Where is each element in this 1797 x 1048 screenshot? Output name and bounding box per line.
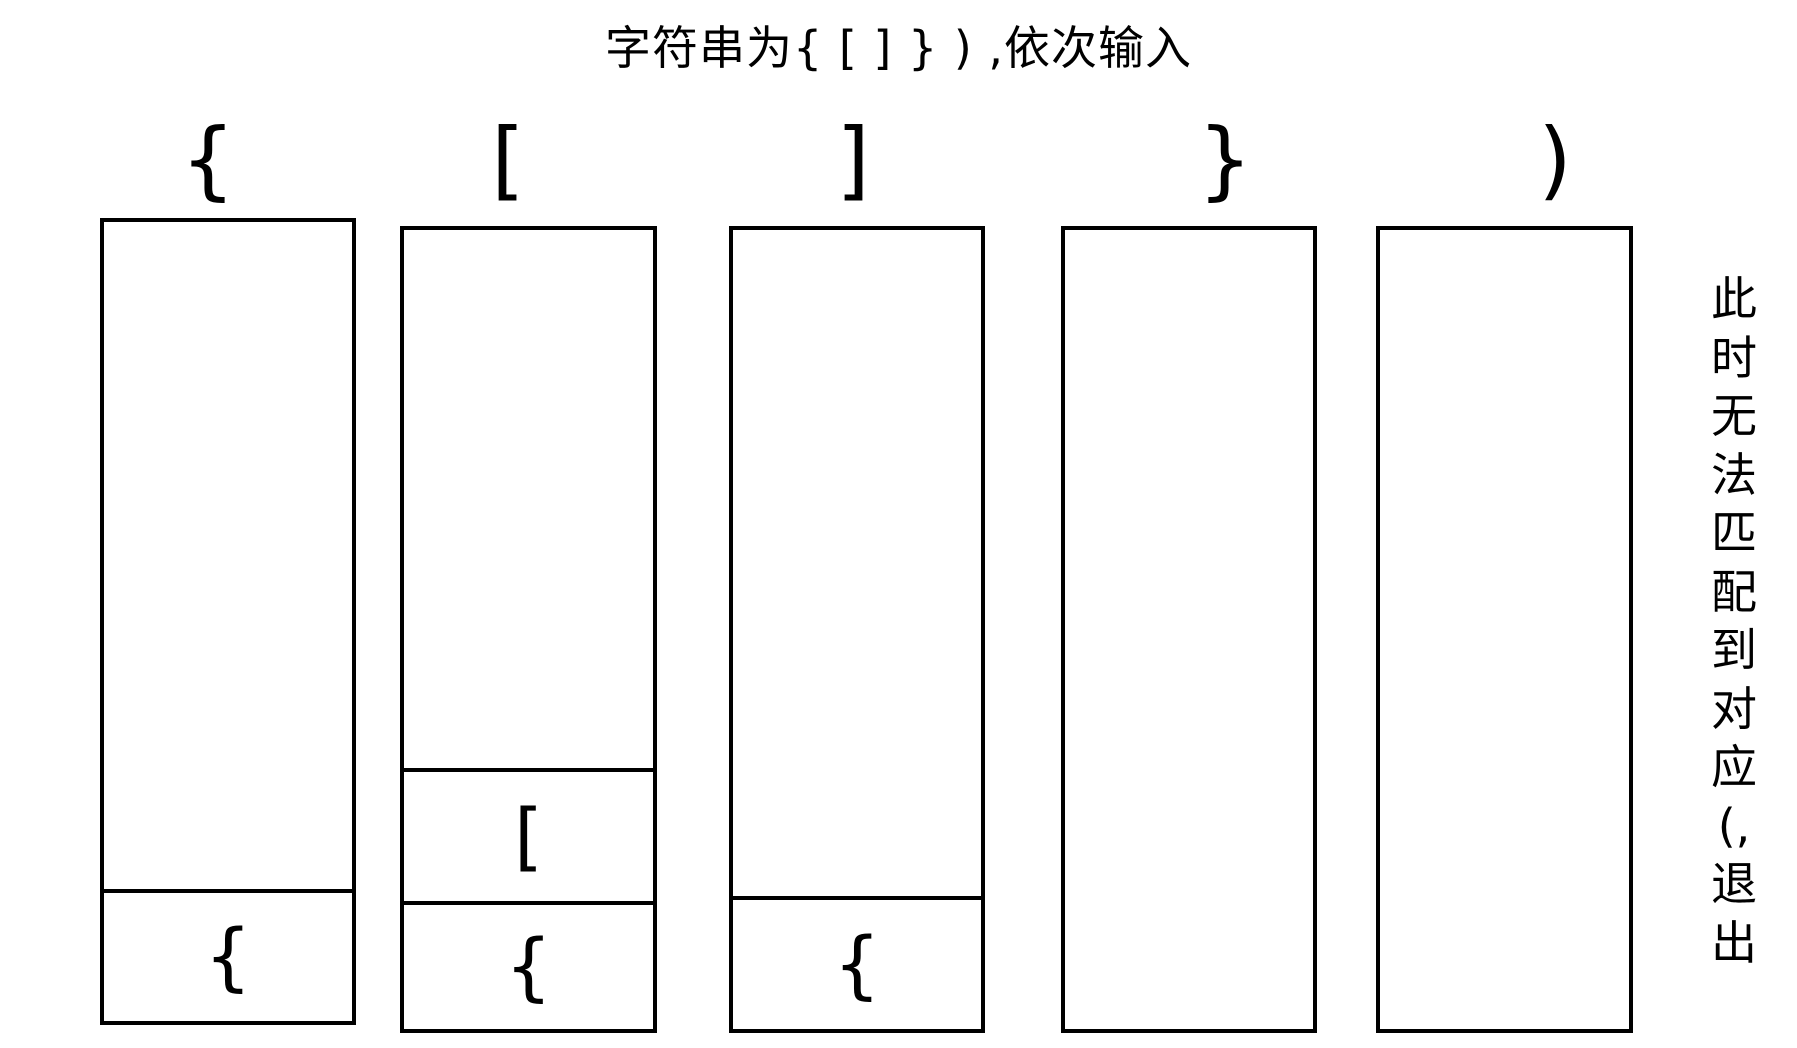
input-char-4: } (1197, 110, 1253, 210)
input-char-5: ) (1538, 110, 1572, 210)
side-note: 此时无法匹配到对应(,退出 (1711, 272, 1757, 970)
input-char-1: { (180, 110, 236, 210)
stack-cell: [ (404, 768, 653, 901)
input-char-3: ] (836, 110, 870, 210)
stack-cell: { (104, 889, 352, 1021)
input-char-2: [ (491, 110, 525, 210)
stack-state-1: { (100, 218, 356, 1025)
stack-state-4 (1061, 226, 1317, 1033)
stack-state-3: { (729, 226, 985, 1033)
stack-state-2: [ { (400, 226, 657, 1033)
diagram-title: 字符串为{ [ ] } ) ,依次输入 (604, 21, 1193, 75)
stack-state-5 (1376, 226, 1633, 1033)
stack-cell: { (733, 896, 981, 1029)
stack-cell: { (404, 901, 653, 1029)
